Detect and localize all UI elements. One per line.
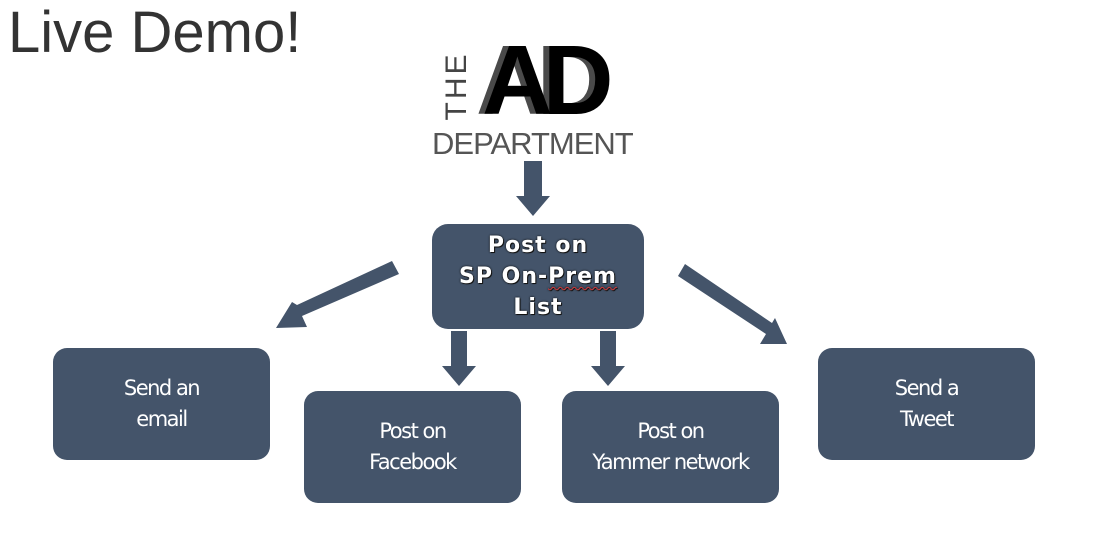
yammer-line-1: Post on bbox=[637, 419, 705, 443]
main-line-3: List bbox=[513, 295, 563, 320]
arrow-main-to-tweet bbox=[678, 264, 787, 344]
send-tweet-node: Send a Tweet bbox=[818, 348, 1035, 460]
arrow-main-to-yammer bbox=[591, 331, 625, 386]
arrow-main-to-facebook bbox=[442, 331, 476, 386]
email-line-1: Send an bbox=[123, 376, 201, 400]
post-facebook-label: Post on Facebook bbox=[369, 416, 457, 478]
logo-ad-text: AD bbox=[482, 25, 614, 135]
slide-title: Live Demo! bbox=[8, 0, 302, 65]
post-facebook-node: Post on Facebook bbox=[304, 391, 521, 503]
arrow-main-to-email bbox=[276, 261, 399, 328]
logo-department-text: DEPARTMENT bbox=[432, 126, 634, 161]
tweet-line-2: Tweet bbox=[899, 407, 955, 431]
logo-the-text: THE bbox=[440, 51, 473, 121]
post-sp-onprem-list-label: Post on SP On-Prem List bbox=[459, 230, 617, 323]
post-sp-onprem-list-node: Post on SP On-Prem List bbox=[432, 224, 644, 329]
send-tweet-label: Send a Tweet bbox=[894, 373, 960, 435]
tweet-line-1: Send a bbox=[894, 376, 960, 400]
facebook-line-1: Post on bbox=[379, 419, 447, 443]
arrow-logo-to-main bbox=[516, 161, 550, 216]
post-yammer-node: Post on Yammer network bbox=[562, 391, 779, 503]
post-yammer-label: Post on Yammer network bbox=[592, 416, 750, 478]
main-line-2: SP On-Prem bbox=[459, 261, 617, 292]
email-line-2: email bbox=[136, 407, 188, 431]
send-email-node: Send an email bbox=[53, 348, 270, 460]
main-line-1: Post on bbox=[487, 233, 589, 258]
send-email-label: Send an email bbox=[123, 373, 201, 435]
facebook-line-2: Facebook bbox=[369, 450, 457, 474]
spellcheck-flagged-word: Prem bbox=[548, 264, 617, 289]
main-line-2-prefix: SP On- bbox=[459, 264, 549, 289]
the-ad-department-logo: THE AD DEPARTMENT bbox=[432, 30, 662, 161]
yammer-line-2: Yammer network bbox=[592, 450, 750, 474]
